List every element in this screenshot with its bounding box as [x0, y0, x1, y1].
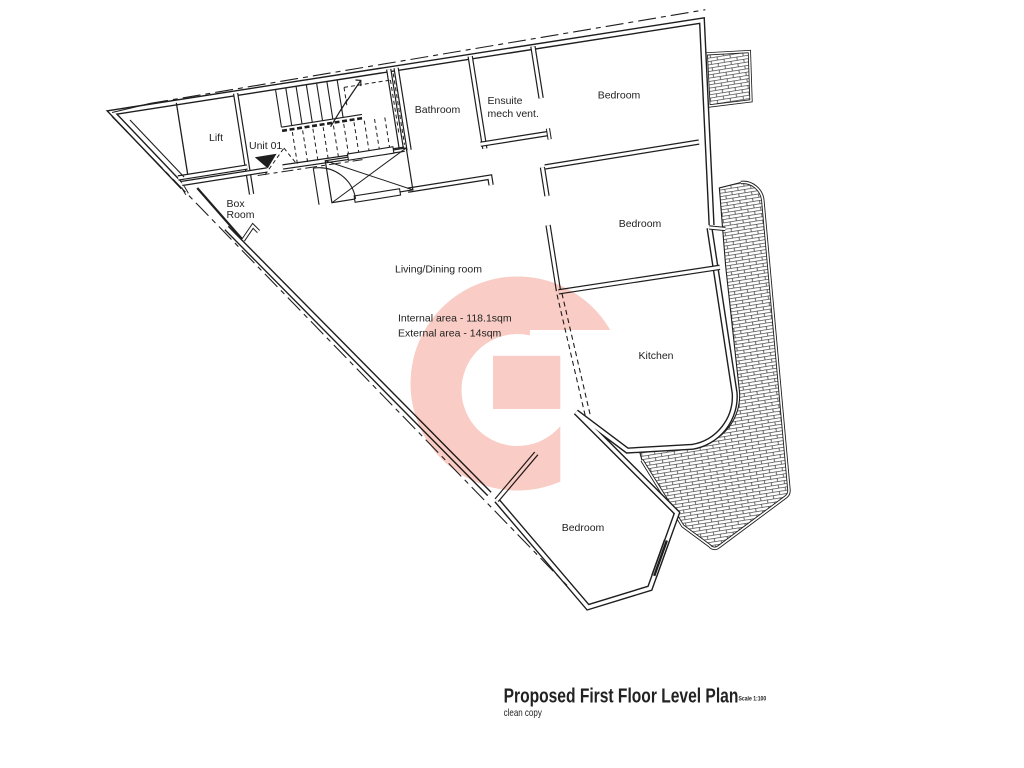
svg-text:Box: Box: [227, 198, 246, 210]
svg-text:Kitchen: Kitchen: [638, 350, 673, 362]
svg-text:Proposed First Floor Level Pla: Proposed First Floor Level Plan: [504, 685, 739, 707]
svg-text:Bedroom: Bedroom: [619, 218, 662, 230]
svg-text:mech vent.: mech vent.: [488, 108, 539, 120]
svg-text:Room: Room: [227, 209, 255, 221]
svg-text:Scale 1:100: Scale 1:100: [739, 696, 767, 702]
svg-text:Living/Dining room: Living/Dining room: [395, 264, 482, 276]
svg-text:Internal area - 118.1sqm: Internal area - 118.1sqm: [398, 313, 512, 325]
svg-text:Unit 01: Unit 01: [249, 140, 282, 152]
svg-text:clean copy: clean copy: [504, 707, 543, 718]
svg-text:Ensuite: Ensuite: [488, 95, 523, 107]
svg-text:External area - 14sqm: External area - 14sqm: [398, 328, 502, 340]
svg-text:Bedroom: Bedroom: [598, 90, 641, 102]
svg-text:Lift: Lift: [209, 132, 223, 144]
svg-text:Bedroom: Bedroom: [562, 522, 605, 534]
svg-text:Bathroom: Bathroom: [415, 104, 461, 116]
